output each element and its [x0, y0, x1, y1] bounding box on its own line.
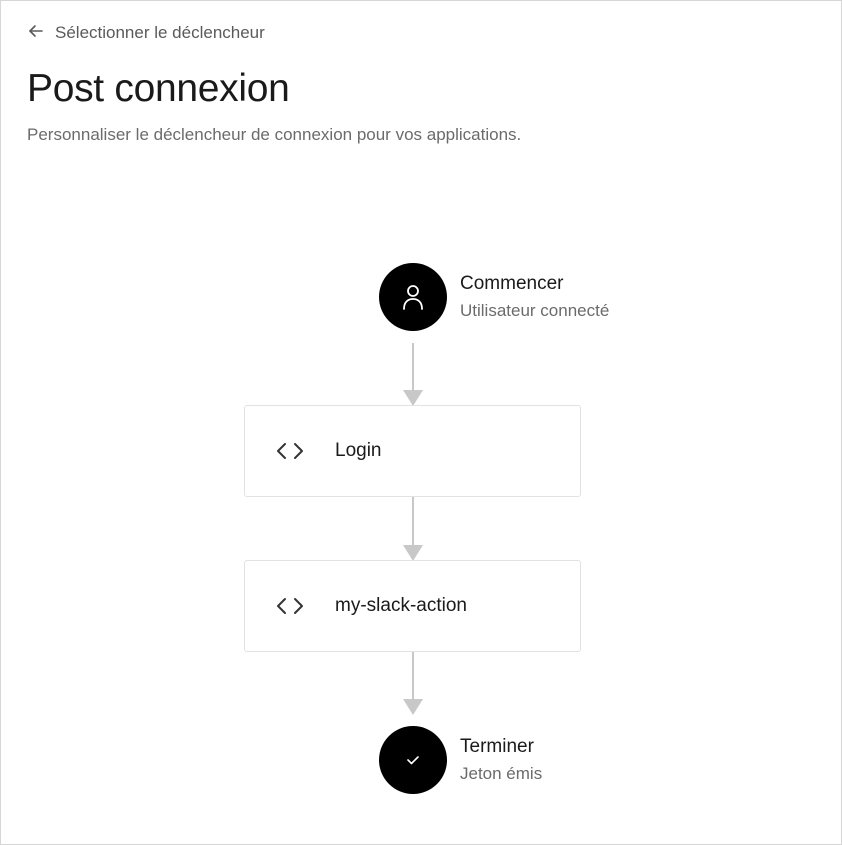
- end-node-title: Terminer: [460, 736, 534, 757]
- back-to-trigger-selection-link[interactable]: Sélectionner le déclencheur: [27, 21, 265, 45]
- end-node: [379, 726, 447, 794]
- flow-arrow-down-icon: [403, 390, 423, 406]
- action-card-label: my-slack-action: [335, 595, 467, 616]
- user-icon: [401, 282, 425, 312]
- flow-connector-line: [412, 343, 414, 391]
- action-card-my-slack-action[interactable]: my-slack-action: [244, 560, 581, 652]
- flow-arrow-down-icon: [403, 545, 423, 561]
- end-node-text: Terminer Jeton émis: [460, 736, 542, 784]
- code-icon: [275, 595, 305, 617]
- start-node-subtitle: Utilisateur connecté: [460, 301, 610, 320]
- back-link-label: Sélectionner le déclencheur: [55, 23, 265, 42]
- action-card-label: Login: [335, 440, 382, 461]
- flow-connector-line: [412, 652, 414, 700]
- start-node-text: Commencer Utilisateur connecté: [460, 273, 609, 321]
- action-card-login[interactable]: Login: [244, 405, 581, 497]
- code-icon: [275, 440, 305, 462]
- page-subtitle: Personnaliser le déclencheur de connexio…: [27, 125, 522, 144]
- arrow-left-icon: [27, 22, 45, 45]
- page-title: Post connexion: [27, 67, 290, 110]
- start-node-title: Commencer: [460, 273, 564, 294]
- end-node-subtitle: Jeton émis: [460, 764, 543, 783]
- flow-arrow-down-icon: [403, 699, 423, 715]
- flow-connector-line: [412, 497, 414, 546]
- start-node: [379, 263, 447, 331]
- check-icon: [406, 755, 420, 765]
